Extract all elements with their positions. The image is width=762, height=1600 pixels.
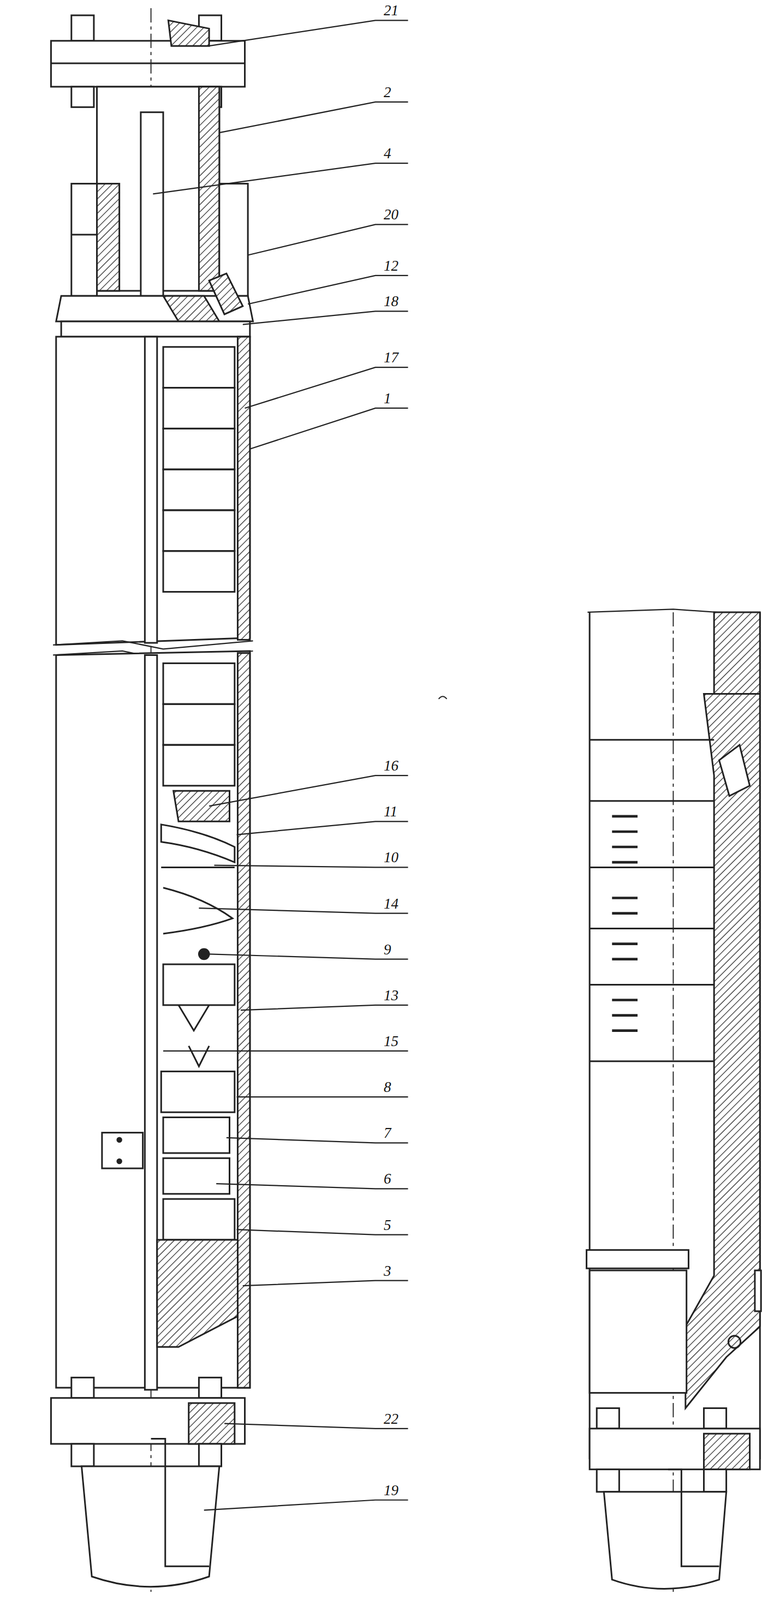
- callout-number: 8: [383, 1080, 392, 1095]
- callout-number: 4: [383, 146, 392, 162]
- callout-number: 5: [383, 1218, 392, 1234]
- callout-number: 11: [383, 804, 398, 820]
- callout-number: 9: [383, 942, 392, 958]
- callout-number: 16: [383, 758, 399, 774]
- callout-number: 18: [383, 294, 399, 309]
- callout-number: 13: [383, 988, 399, 1004]
- callout-number: 3: [383, 1264, 392, 1279]
- callout-number: 12: [383, 258, 399, 274]
- callout-number: 22: [383, 1412, 399, 1427]
- callout-number: 19: [383, 1483, 399, 1499]
- callout-number: 21: [383, 3, 399, 19]
- callout-number: 20: [383, 207, 399, 223]
- callout-number: 15: [383, 1034, 399, 1050]
- callout-number: 14: [383, 896, 399, 912]
- callout-number: 10: [383, 850, 399, 866]
- callout-number: 2: [383, 85, 392, 100]
- callout-number: 1: [383, 391, 392, 407]
- callout-number: 17: [383, 350, 399, 366]
- callout-number: 6: [383, 1171, 392, 1187]
- callout-number: 7: [383, 1126, 392, 1141]
